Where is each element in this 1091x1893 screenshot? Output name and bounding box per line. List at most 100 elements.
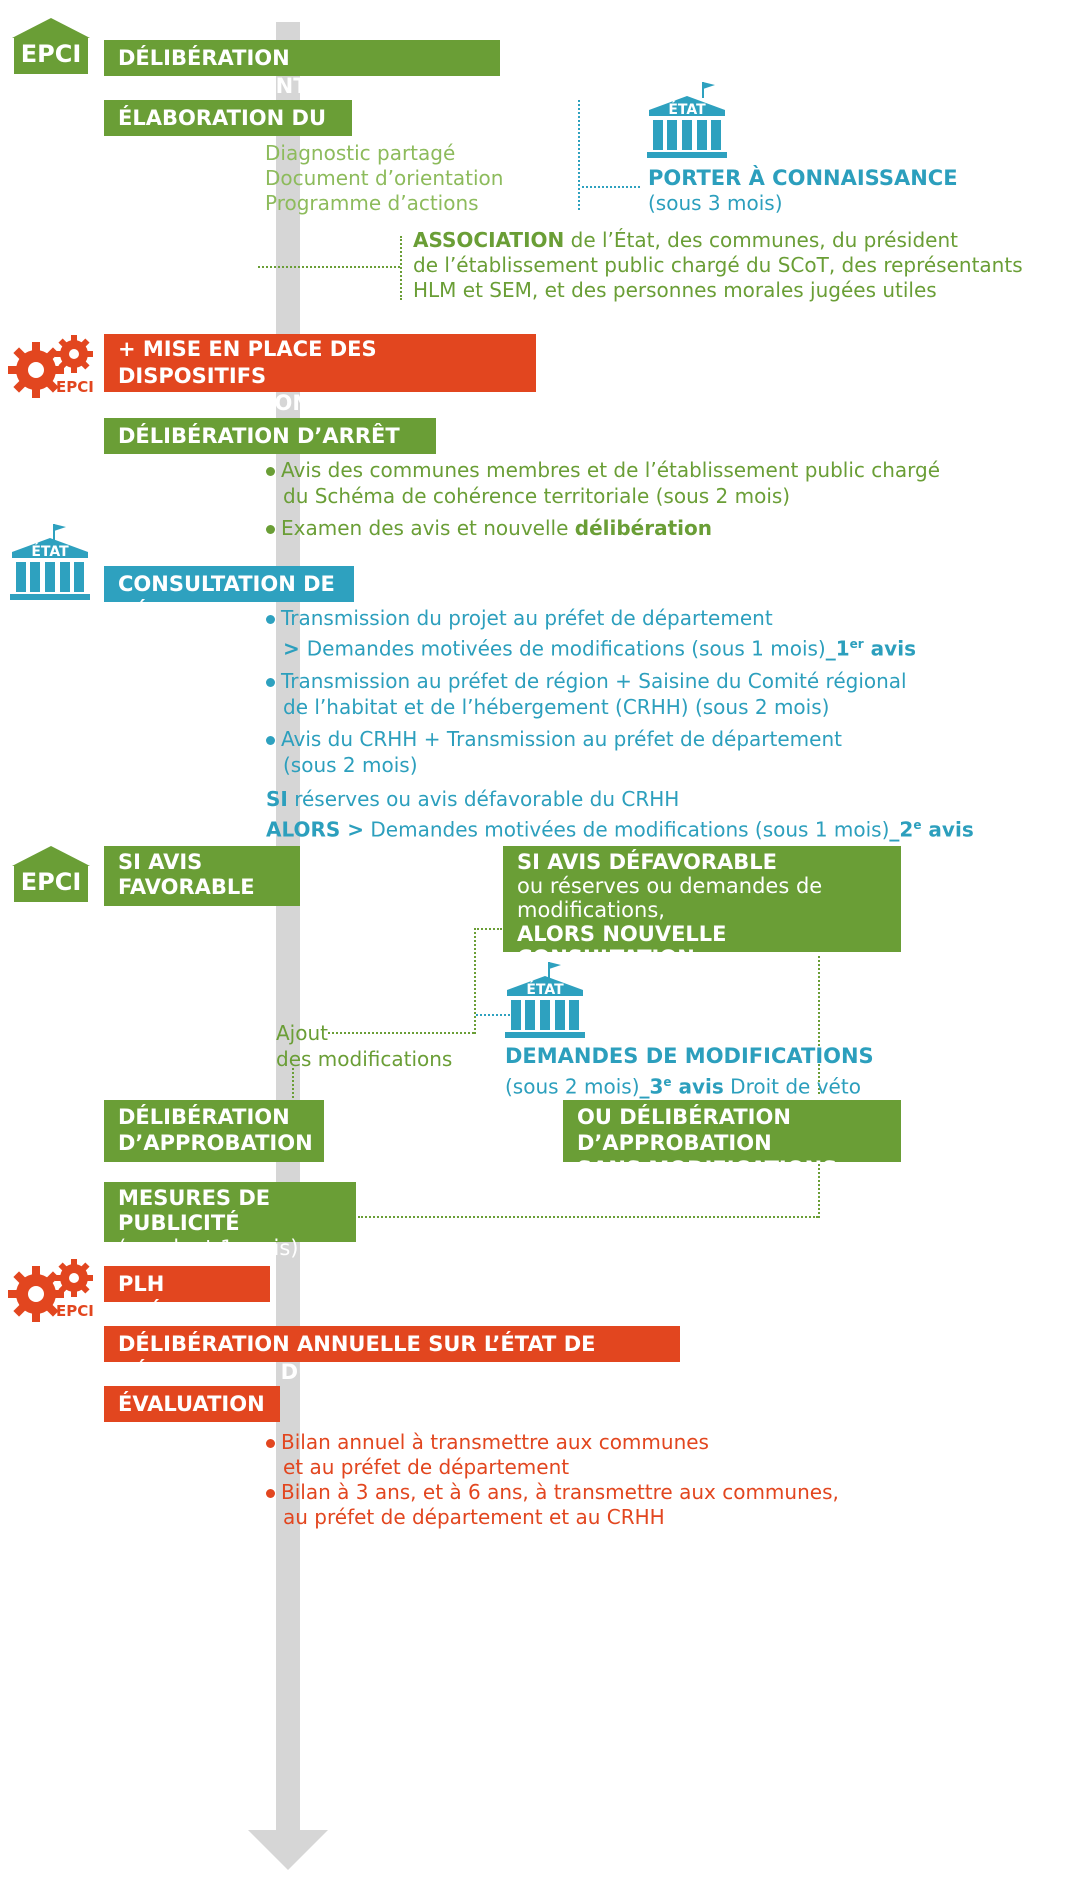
connector-ajout-h bbox=[328, 1032, 474, 1034]
step-annuelle-label: DÉLIBÉRATION ANNUELLE SUR L’ÉTAT DE RÉAL… bbox=[118, 1332, 596, 1384]
connector-association-h bbox=[258, 266, 400, 268]
consultation-item: Transmission au préfet de région + Saisi… bbox=[281, 668, 907, 693]
publicite-title: MESURES DE PUBLICITÉ bbox=[118, 1186, 271, 1235]
consultation-list: Transmission du projet au préfet de dépa… bbox=[266, 605, 974, 842]
epci-house-icon: EPCI bbox=[8, 14, 94, 76]
association-text: ASSOCIATION de l’État, des communes, du … bbox=[413, 228, 1023, 303]
evaluation-item: Bilan à 3 ans, et à 6 ans, à transmettre… bbox=[281, 1480, 839, 1504]
arret-item: du Schéma de cohérence territoriale (sou… bbox=[283, 484, 791, 508]
evaluation-item: et au préfet de département bbox=[283, 1455, 570, 1479]
connector-publicite-v bbox=[818, 1164, 820, 1218]
elaboration-item: Programme d’actions bbox=[265, 191, 479, 215]
etat-label: ÉTAT bbox=[526, 982, 564, 998]
connector-porter bbox=[578, 100, 580, 210]
avis-label: avis bbox=[921, 817, 974, 842]
connector-demandes bbox=[476, 1014, 510, 1016]
connector-sans-modif-v bbox=[818, 956, 820, 1094]
step-arret: DÉLIBÉRATION D’ARRÊT DU PROJET bbox=[104, 418, 436, 476]
veto-text: Droit de véto bbox=[723, 1074, 861, 1099]
bullet-icon bbox=[266, 677, 275, 687]
association-bold: ASSOCIATION bbox=[413, 228, 565, 252]
epci-gears-icon: EPCI bbox=[6, 1256, 98, 1324]
connector-publicite-h bbox=[358, 1216, 818, 1218]
bullet-icon bbox=[266, 1489, 275, 1498]
arret-item: Examen des avis et nouvelle bbox=[281, 516, 575, 540]
alors-text: Demandes motivées de modifications (sous… bbox=[364, 817, 890, 842]
bullet-icon bbox=[266, 467, 275, 476]
step-annuelle: DÉLIBÉRATION ANNUELLE SUR L’ÉTAT DE RÉAL… bbox=[104, 1326, 680, 1384]
step-executoire: PLH EXÉCUTOIRE bbox=[104, 1266, 270, 1324]
step-executoire-label: PLH EXÉCUTOIRE bbox=[118, 1272, 266, 1324]
epci-label: EPCI bbox=[20, 868, 82, 896]
elaboration-item: Document d’orientation bbox=[265, 166, 504, 190]
etat-building-icon: ÉTAT bbox=[503, 958, 587, 1040]
bullet-icon bbox=[266, 525, 275, 534]
step-approbation: DÉLIBÉRATION D’APPROBATION bbox=[104, 1100, 324, 1162]
favorable-sub: ou aucune réserve bbox=[118, 900, 229, 949]
avis-number: _2 bbox=[889, 817, 914, 842]
step-evaluation-label: ÉVALUATION PLH bbox=[118, 1392, 265, 1444]
ajout-text: Ajout des modifications bbox=[276, 1020, 452, 1072]
consultation-item: Transmission du projet au préfet de dépa… bbox=[281, 606, 773, 630]
consultation-item: de l’habitat et de l’hébergement (CRHH) … bbox=[283, 694, 830, 719]
step-defavorable: SI AVIS DÉFAVORABLE ou réserves ou deman… bbox=[503, 846, 901, 994]
step-observation: + MISE EN PLACE DES DISPOSITIFS D’OBSERV… bbox=[104, 334, 536, 442]
epci-label: EPCI bbox=[56, 1302, 94, 1320]
defavorable-sub: ou réserves ou demandes de modifications… bbox=[517, 874, 823, 922]
alors-bold: ALORS > bbox=[266, 817, 365, 842]
avis-sup: er bbox=[849, 637, 864, 651]
demandes-title: DEMANDES DE MODIFICATIONS bbox=[505, 1044, 874, 1068]
bullet-icon bbox=[266, 735, 275, 745]
defavorable-title: SI AVIS DÉFAVORABLE bbox=[517, 850, 778, 874]
avis-number: _1 bbox=[825, 636, 850, 661]
avis-sup: e bbox=[913, 817, 922, 832]
ajout-line: des modifications bbox=[276, 1047, 453, 1071]
avis-number: _3 bbox=[639, 1074, 664, 1099]
publicite-sub: (pendant 1 mois) bbox=[118, 1236, 299, 1260]
favorable-title: SI AVIS FAVORABLE bbox=[118, 850, 255, 899]
consultation-item: Demandes motivées de modifications (sous… bbox=[306, 636, 826, 661]
consultation-item: (sous 2 mois) bbox=[283, 752, 418, 777]
etat-label: ÉTAT bbox=[31, 544, 69, 560]
defavorable-line: ALORS NOUVELLE CONSULTATION bbox=[517, 922, 727, 970]
step-engagement-label: DÉLIBÉRATION D’ENGAGEMENT DU PLH bbox=[118, 46, 403, 98]
epci-gears-icon: EPCI bbox=[6, 332, 98, 400]
approbation-line: D’APPROBATION bbox=[118, 1131, 313, 1155]
association-line: de l’État, des communes, du président bbox=[564, 228, 958, 252]
elaboration-list: Diagnostic partagé Document d’orientatio… bbox=[265, 141, 503, 216]
elaboration-item: Diagnostic partagé bbox=[265, 141, 456, 165]
sans-modif-line: OU DÉLIBÉRATION D’APPROBATION bbox=[577, 1105, 791, 1155]
step-consultation: CONSULTATION DE L’ÉTAT bbox=[104, 566, 354, 624]
evaluation-item: au préfet de département et au CRHH bbox=[283, 1505, 665, 1529]
evaluation-item: Bilan annuel à transmettre aux communes bbox=[281, 1430, 709, 1454]
timeline-arrow-icon bbox=[248, 1830, 328, 1870]
demandes-sub: (sous 2 mois)_3e avis Droit de véto bbox=[505, 1068, 861, 1102]
step-sans-modifications: OU DÉLIBÉRATION D’APPROBATION SANS MODIF… bbox=[563, 1100, 901, 1181]
epci-house-icon: EPCI bbox=[8, 842, 94, 904]
epci-label: EPCI bbox=[56, 378, 94, 396]
association-line: de l’établissement public chargé du SCoT… bbox=[413, 253, 1023, 277]
si-text: réserves ou avis défavorable du CRHH bbox=[287, 786, 680, 811]
step-consultation-label: CONSULTATION DE L’ÉTAT bbox=[118, 572, 335, 624]
bullet-icon bbox=[266, 615, 275, 624]
association-line: HLM et SEM, et des personnes morales jug… bbox=[413, 278, 937, 302]
arrow-marker: > bbox=[283, 636, 307, 661]
consultation-item: Avis du CRHH + Transmission au préfet de… bbox=[281, 726, 842, 751]
connector-ajout-top bbox=[474, 928, 502, 930]
connector-porter-h bbox=[582, 186, 640, 188]
timeline-spine bbox=[276, 22, 300, 1834]
connector-ajout-v bbox=[474, 928, 476, 1034]
etat-label: ÉTAT bbox=[668, 102, 706, 118]
step-arret-label: DÉLIBÉRATION D’ARRÊT DU PROJET bbox=[118, 424, 400, 476]
connector-association bbox=[400, 236, 402, 300]
evaluation-list: Bilan annuel à transmettre aux communes … bbox=[266, 1430, 839, 1530]
step-elaboration: ÉLABORATION DU PROJET bbox=[104, 100, 352, 158]
porter-title: PORTER À CONNAISSANCE bbox=[648, 166, 958, 190]
arret-list: Avis des communes membres et de l’établi… bbox=[266, 457, 940, 541]
porter-sub: (sous 3 mois) bbox=[648, 191, 783, 215]
avis-label: avis bbox=[671, 1074, 724, 1099]
step-evaluation: ÉVALUATION PLH bbox=[104, 1386, 280, 1444]
avis-sup: e bbox=[663, 1075, 672, 1089]
demandes-delay: (sous 2 mois) bbox=[505, 1074, 640, 1099]
etat-building-icon: ÉTAT bbox=[8, 520, 92, 602]
